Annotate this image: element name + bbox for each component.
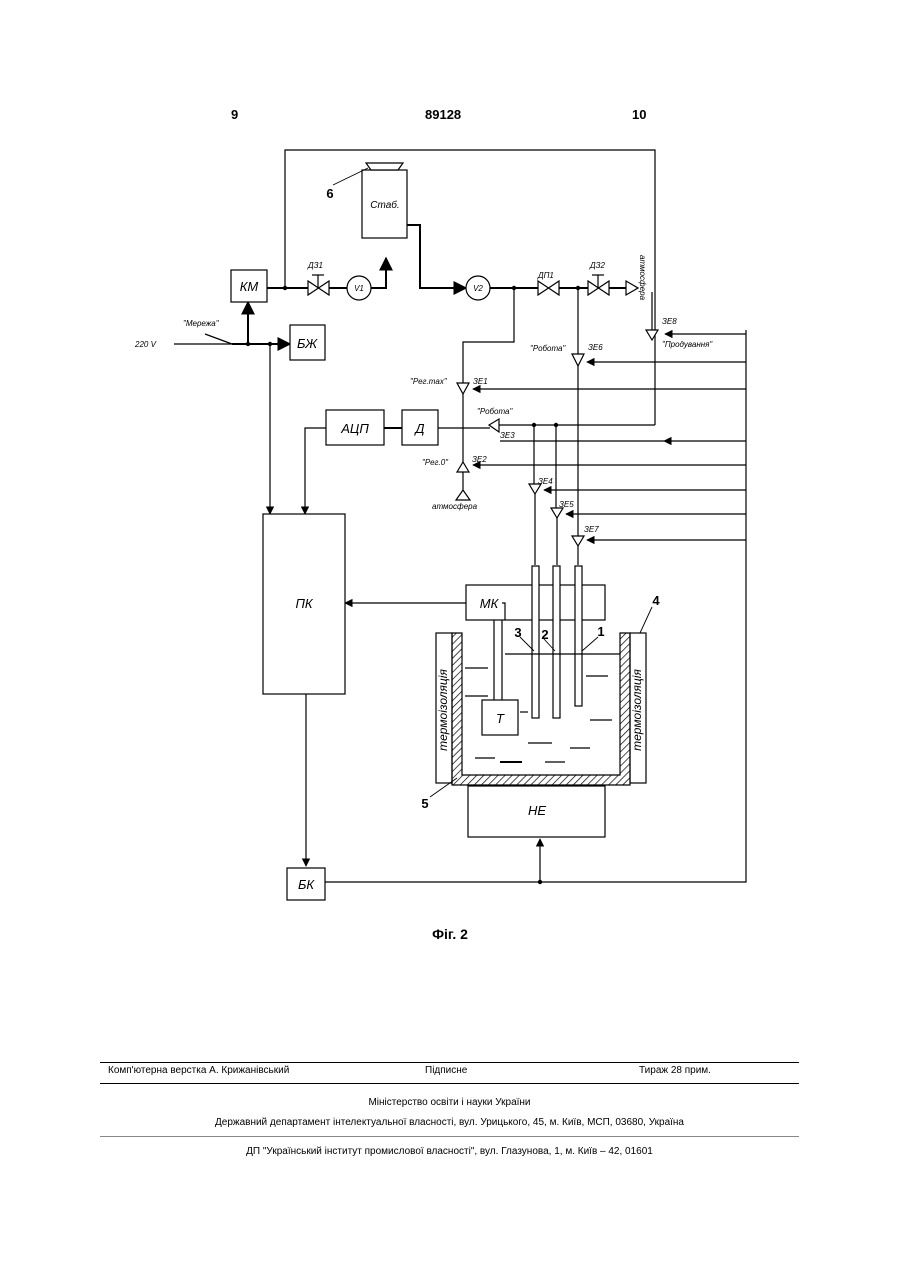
adc-label: АЦП	[340, 421, 369, 436]
ze1-element	[457, 383, 469, 394]
atmosphere-outlet-bottom	[456, 490, 470, 500]
footer-rule-bottom	[100, 1136, 799, 1137]
ze6-label: ЗЕ6	[588, 343, 603, 352]
callout-6: 6	[326, 186, 333, 201]
dp1-label: ДП1	[537, 271, 554, 280]
insulation-left-label: термоізоляція	[436, 669, 450, 751]
ze6-element	[572, 354, 584, 366]
line-stab-v2	[407, 225, 466, 288]
ze5-element	[551, 508, 563, 518]
pk-label: ПК	[295, 596, 313, 611]
figure-caption: Фіг. 2	[0, 926, 900, 942]
footer-institute: ДП "Український інститут промислової вла…	[100, 1146, 799, 1157]
ze7-element	[572, 536, 584, 546]
footer-department: Державний департамент інтелектуальної вл…	[100, 1117, 799, 1128]
ze2-label: ЗЕ2	[472, 455, 487, 464]
v2-label: V2	[473, 284, 483, 293]
footer-signed: Підписне	[425, 1065, 467, 1076]
line-mains-switch	[205, 334, 232, 344]
ne-label: НЕ	[528, 803, 546, 818]
probe-1	[575, 566, 582, 706]
dz2-label: ДЗ2	[589, 261, 606, 270]
ze8-element	[646, 330, 658, 340]
ze3-element	[489, 419, 499, 432]
ze8-label: ЗЕ8	[662, 317, 677, 326]
dz1-label: ДЗ1	[307, 261, 323, 270]
km-label: КМ	[240, 279, 259, 294]
v1-label: V1	[354, 284, 364, 293]
line-reg-branch	[463, 288, 514, 383]
atmosphere-bottom-label: атмосфера	[432, 502, 478, 511]
callout-2: 2	[541, 627, 548, 642]
work-ze3-label: "Робота"	[477, 407, 514, 416]
footer-rule-top	[100, 1062, 799, 1063]
footer-ministry: Міністерство освіти і науки України	[100, 1097, 799, 1108]
bzh-label: БЖ	[297, 336, 318, 351]
reg-0-label: "Рег.0"	[422, 458, 449, 467]
callout-1: 1	[597, 624, 604, 639]
callout-5: 5	[421, 796, 428, 811]
vessel-wall-hatch	[452, 633, 630, 785]
line-v1-stab	[371, 258, 386, 288]
voltage-label: 220 V	[134, 340, 157, 349]
mk-label: МК	[480, 596, 500, 611]
d-label: Д	[413, 421, 424, 436]
mains-label: "Мережа"	[183, 319, 220, 328]
callout-3: 3	[514, 625, 521, 640]
callout-4: 4	[652, 593, 660, 608]
ze5-label: ЗЕ5	[559, 500, 574, 509]
line-adc-pk	[305, 428, 326, 514]
reg-max-label: "Рег.max"	[410, 377, 448, 386]
insulation-right-label: термоізоляція	[630, 669, 644, 751]
footer-layout: Комп'ютерна верстка А. Крижанівський	[108, 1065, 289, 1076]
ze1-label: ЗЕ1	[473, 377, 488, 386]
ze2-element	[457, 462, 469, 472]
purge-label: "Продування"	[662, 340, 713, 349]
stab-label: Стаб.	[370, 199, 399, 211]
dp1-valve	[538, 281, 559, 295]
footer-circulation: Тираж 28 прим.	[639, 1065, 711, 1076]
probe-2	[553, 566, 560, 718]
work-ze6-label: "Робота"	[530, 344, 567, 353]
footer-rule-middle	[100, 1083, 799, 1084]
schematic-diagram: КМ БЖ АЦП Д ПК МК Т НЕ БК Стаб. V1 V2 ДЗ…	[0, 0, 900, 920]
ze7-label: ЗЕ7	[584, 525, 599, 534]
atmosphere-top-label: атмосфера	[638, 255, 647, 301]
stab-cap	[366, 163, 403, 170]
atmosphere-outlet-top	[626, 281, 638, 295]
ze3-label: ЗЕ3	[500, 431, 515, 440]
ze4-label: ЗЕ4	[538, 477, 553, 486]
t-label: Т	[496, 711, 505, 726]
bk-label: БК	[298, 877, 315, 892]
probe-3	[532, 566, 539, 718]
